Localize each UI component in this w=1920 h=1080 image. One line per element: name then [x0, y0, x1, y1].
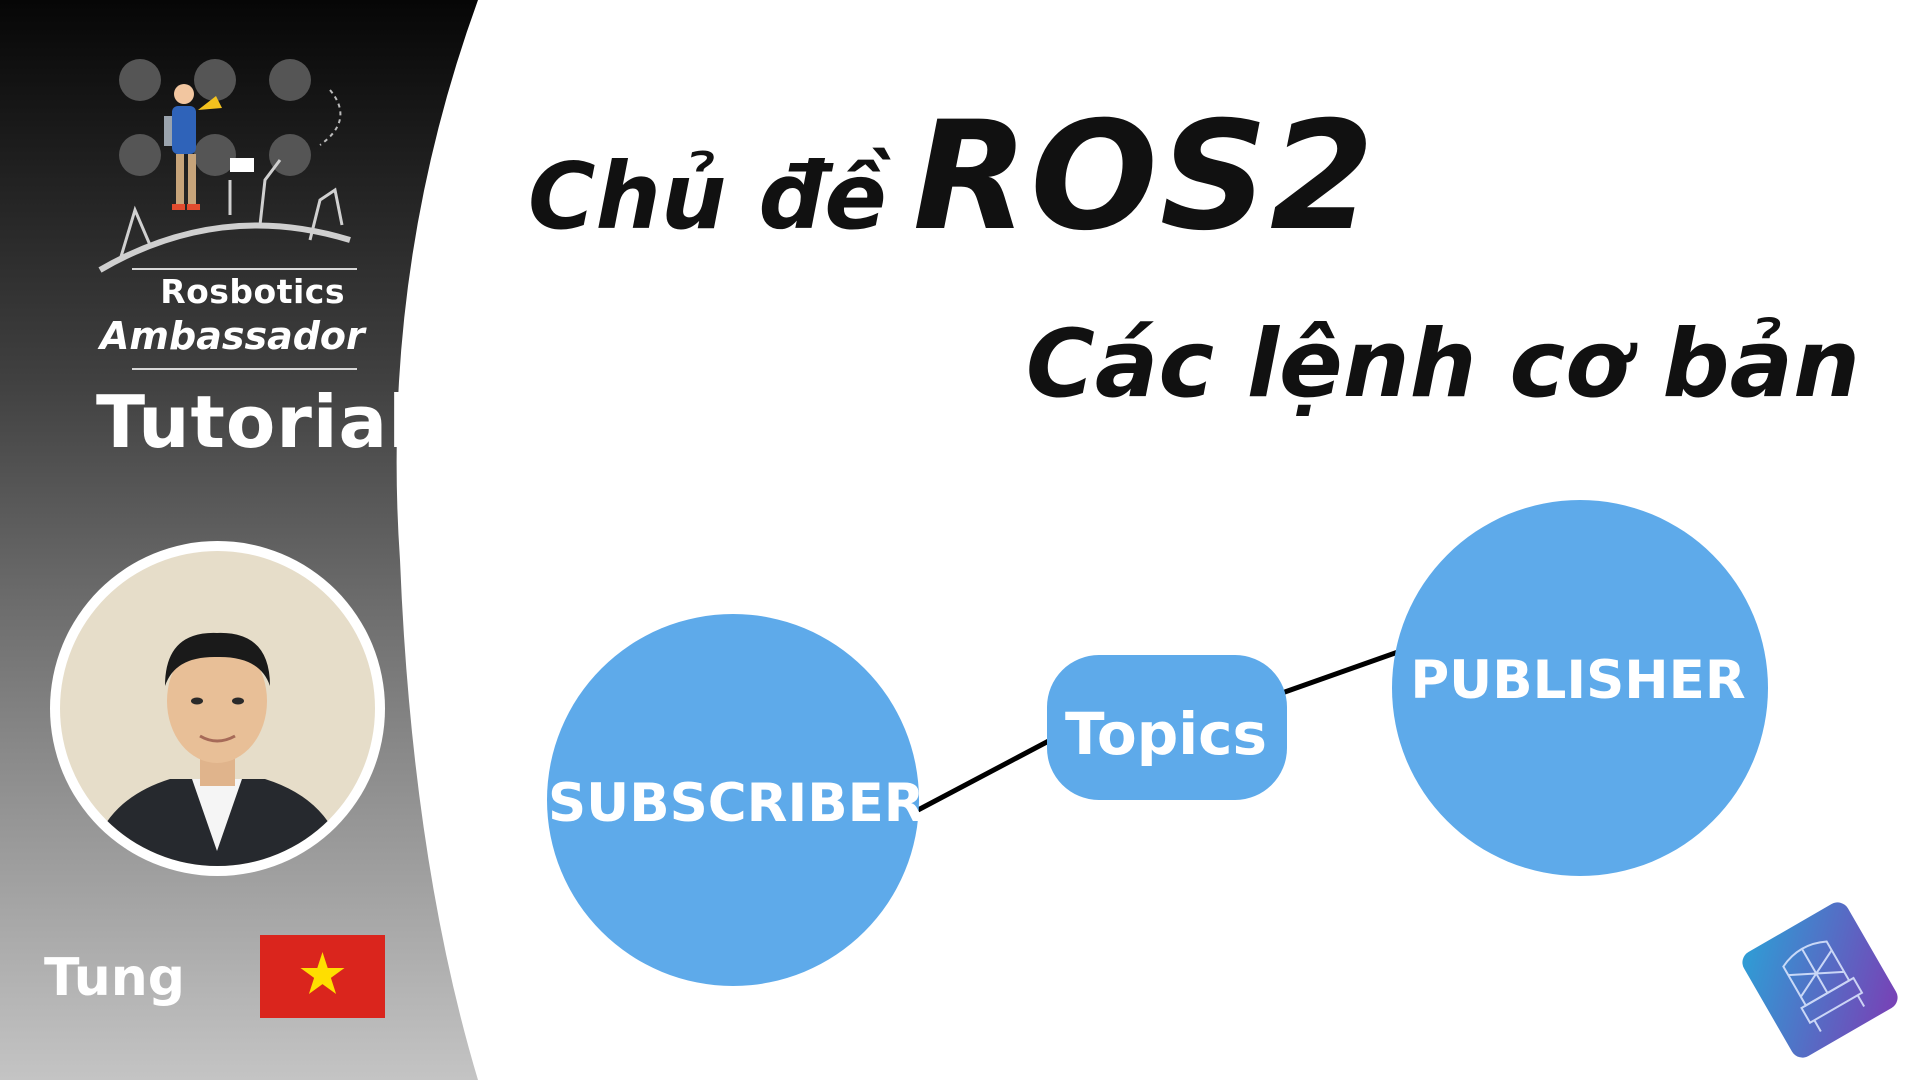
- publisher-node: [1392, 500, 1768, 876]
- vietnam-flag-icon: [260, 935, 385, 1018]
- subscriber-node: [547, 614, 919, 986]
- title-prefix: Chủ đề: [528, 143, 887, 250]
- connector-topics-publisher: [1281, 649, 1399, 696]
- title-highlight: ROS2: [912, 90, 1377, 264]
- ambassador-illustration: [98, 59, 351, 273]
- topics-label: Topics: [1064, 700, 1267, 768]
- left-panel: Rosbotics Ambassador Tutorial Tung: [0, 0, 520, 1080]
- subscriber-label: SUBSCRIBER: [548, 773, 925, 834]
- chair-logo-icon: [1742, 902, 1898, 1058]
- presenter-name: Tung: [44, 948, 186, 1008]
- brand-divider-bottom: [132, 368, 357, 370]
- presenter-portrait: [60, 551, 375, 866]
- presenter-avatar: [50, 541, 385, 876]
- topics-node: [1047, 655, 1287, 800]
- connector-subscriber-topics: [916, 732, 1062, 813]
- publisher-label: PUBLISHER: [1410, 650, 1746, 711]
- brand-divider-top: [132, 268, 357, 270]
- section-label: Tutorial: [96, 380, 414, 464]
- brand-name: Rosbotics: [160, 272, 345, 311]
- brand-tagline: Ambassador: [100, 314, 365, 358]
- subtitle: Các lệnh cơ bản: [1025, 310, 1860, 419]
